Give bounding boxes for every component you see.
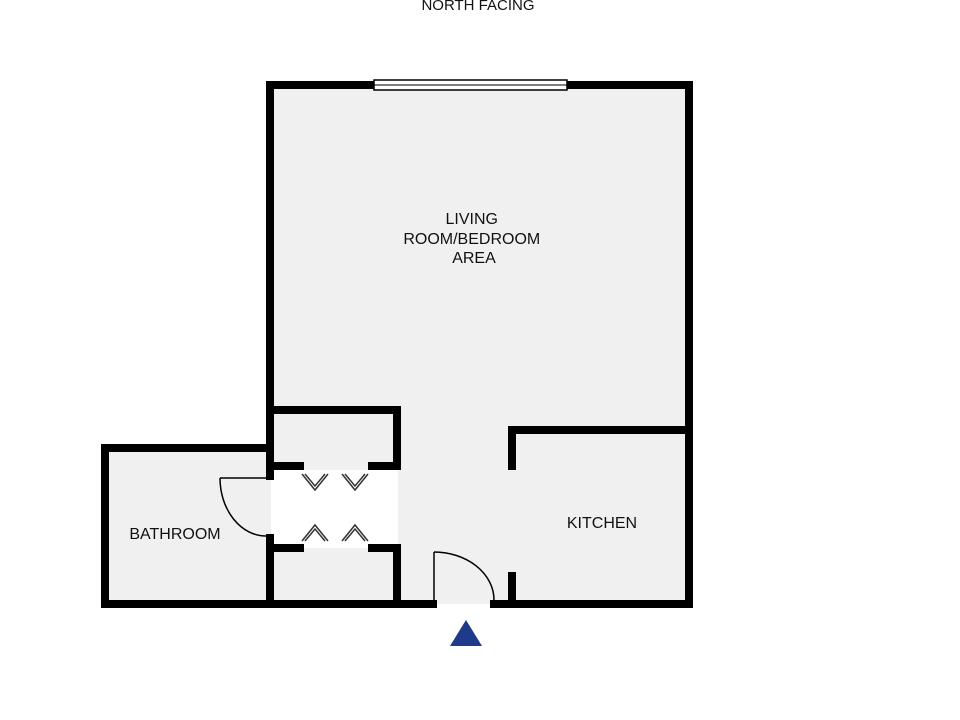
kitchen-label: KITCHEN: [567, 515, 637, 532]
walls: [101, 81, 693, 608]
triangle-up-icon: [450, 620, 482, 646]
kitchen-floor: [512, 430, 690, 604]
bathroom-label: BATHROOM: [129, 526, 220, 543]
floors: [105, 85, 690, 604]
closet-upper-floor: [271, 410, 397, 470]
living-room-label-line1: LIVING: [446, 211, 498, 228]
living-room-label-line3: AREA: [452, 250, 496, 267]
living-room-label: LIVING ROOM/BEDROOM AREA: [403, 211, 544, 267]
entrance-door-arc-icon: [433, 551, 495, 601]
orientation-label: NORTH FACING: [421, 0, 534, 14]
window-icon: [373, 79, 568, 91]
living-room-label-line2: ROOM/BEDROOM: [403, 231, 540, 248]
door-arc-icon: [219, 477, 267, 537]
bifold-door-icon: [301, 473, 369, 542]
closet-lower-floor: [271, 548, 397, 604]
living-room-floor: [270, 85, 689, 604]
bathroom-floor: [105, 448, 271, 604]
